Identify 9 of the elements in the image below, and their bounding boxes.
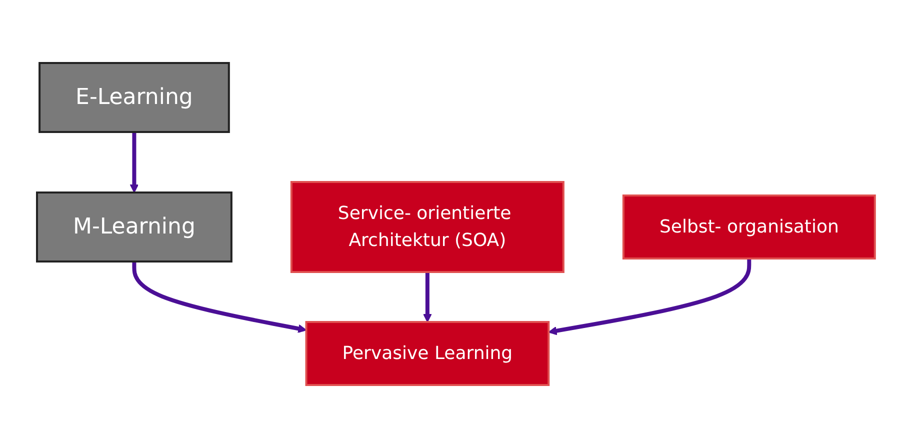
arrow xyxy=(423,272,432,322)
node-box: E-Learning xyxy=(38,62,230,133)
node-box: Service- orientierte Architektur (SOA) xyxy=(290,181,564,273)
arrow xyxy=(130,132,139,193)
node-box: M-Learning xyxy=(36,192,232,262)
node-box: Selbst- organisation xyxy=(622,194,876,260)
arrow xyxy=(132,262,307,333)
arrow xyxy=(548,258,752,336)
node-box: Pervasive Learning xyxy=(305,321,550,386)
